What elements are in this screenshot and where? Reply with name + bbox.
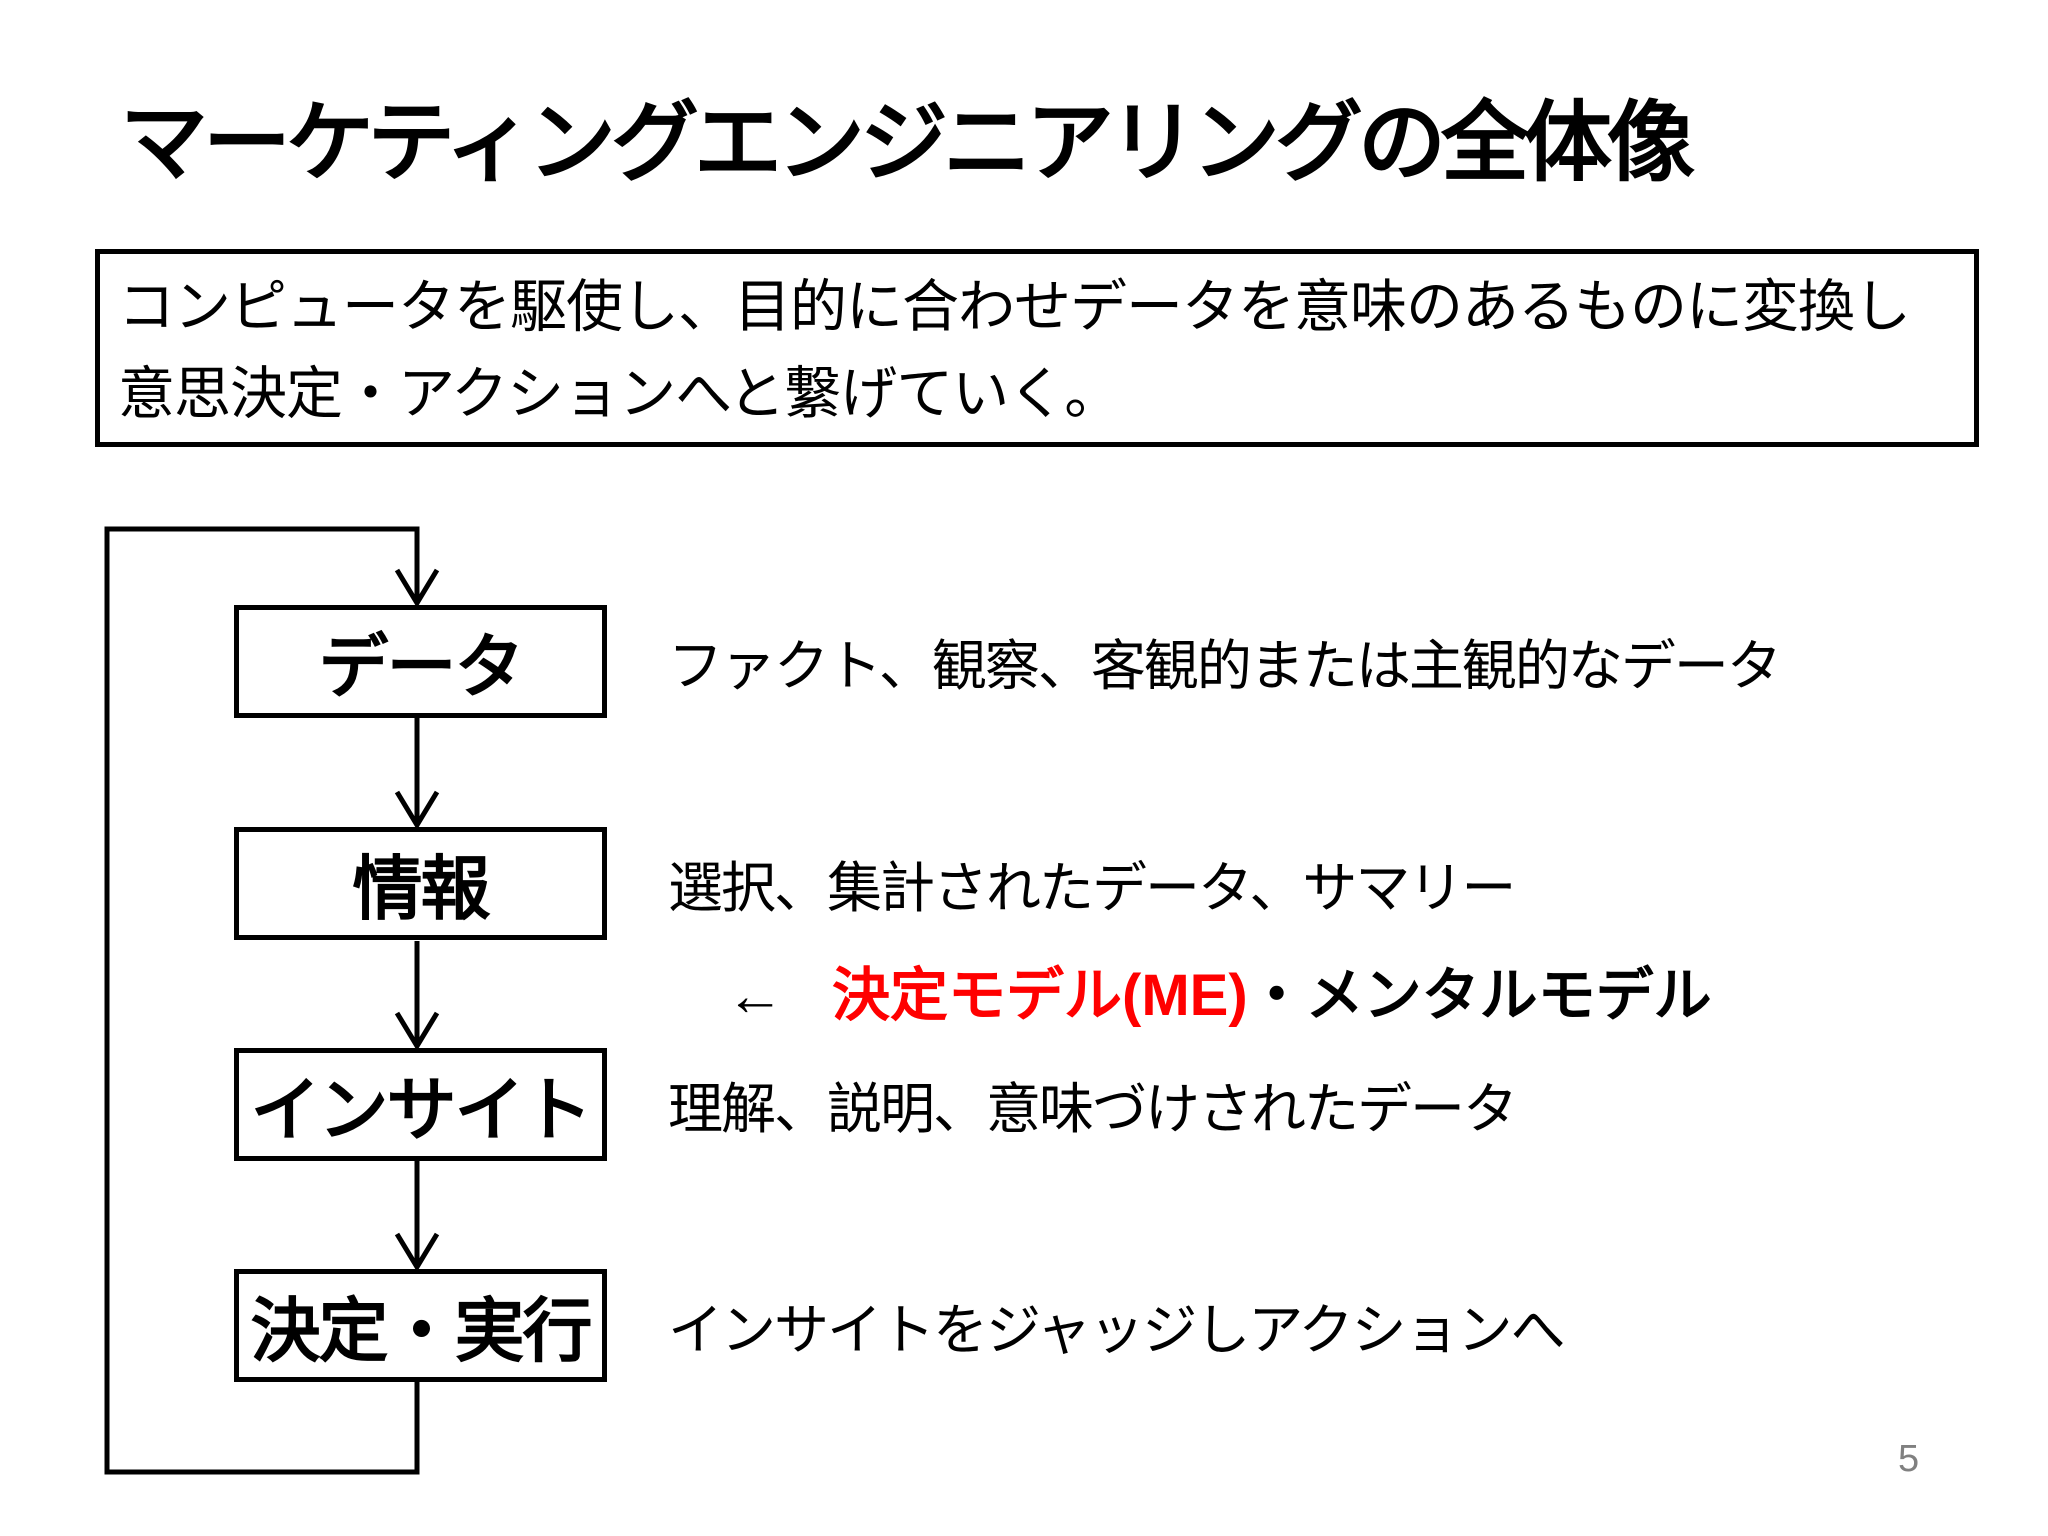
decision-model-highlight: 決定モデル(ME) — [832, 963, 1248, 1028]
arrowhead-down-icon — [394, 1011, 440, 1051]
flow-box-data: データ — [234, 605, 607, 718]
description-decide: インサイトをジャッジしアクションへ — [668, 1299, 1566, 1361]
summary-box: コンピュータを駆使し、目的に合わせデータを意味のあるものに変換し 意思決定・アク… — [95, 249, 1979, 447]
flow-box-decide: 決定・実行 — [234, 1269, 607, 1382]
flow-box-label: 決定・実行 — [250, 1292, 593, 1370]
flow-box-label: 情報 — [352, 850, 491, 928]
flow-box-info: 情報 — [234, 827, 607, 940]
page-number: 5 — [1898, 1438, 1920, 1480]
description-insight: 理解、説明、意味づけされたデータ — [668, 1078, 1518, 1140]
summary-line-1: コンピュータを駆使し、目的に合わせデータを意味のあるものに変換し — [118, 275, 1911, 339]
arrowhead-down-icon — [394, 568, 440, 608]
description-info: 選択、集計されたデータ、サマリー — [668, 857, 1516, 919]
description-data: ファクト、観察、客観的または主観的なデータ — [668, 635, 1782, 697]
flow-box-label: データ — [318, 628, 525, 706]
flow-box-label: インサイト — [250, 1071, 593, 1149]
arrowhead-down-icon — [394, 790, 440, 830]
arrowhead-down-icon — [394, 1232, 440, 1272]
decision-model-note: ← 決定モデル(ME)・メンタルモデル — [726, 948, 1712, 1032]
mental-model-label: ・メンタルモデル — [1247, 963, 1712, 1028]
page-title: マーケティングエンジニアリングの全体像 — [120, 93, 1695, 192]
left-arrow-icon: ← — [726, 963, 784, 1028]
flow-box-insight: インサイト — [234, 1048, 607, 1161]
summary-line-2: 意思決定・アクションへと繋げていく。 — [118, 361, 1121, 426]
